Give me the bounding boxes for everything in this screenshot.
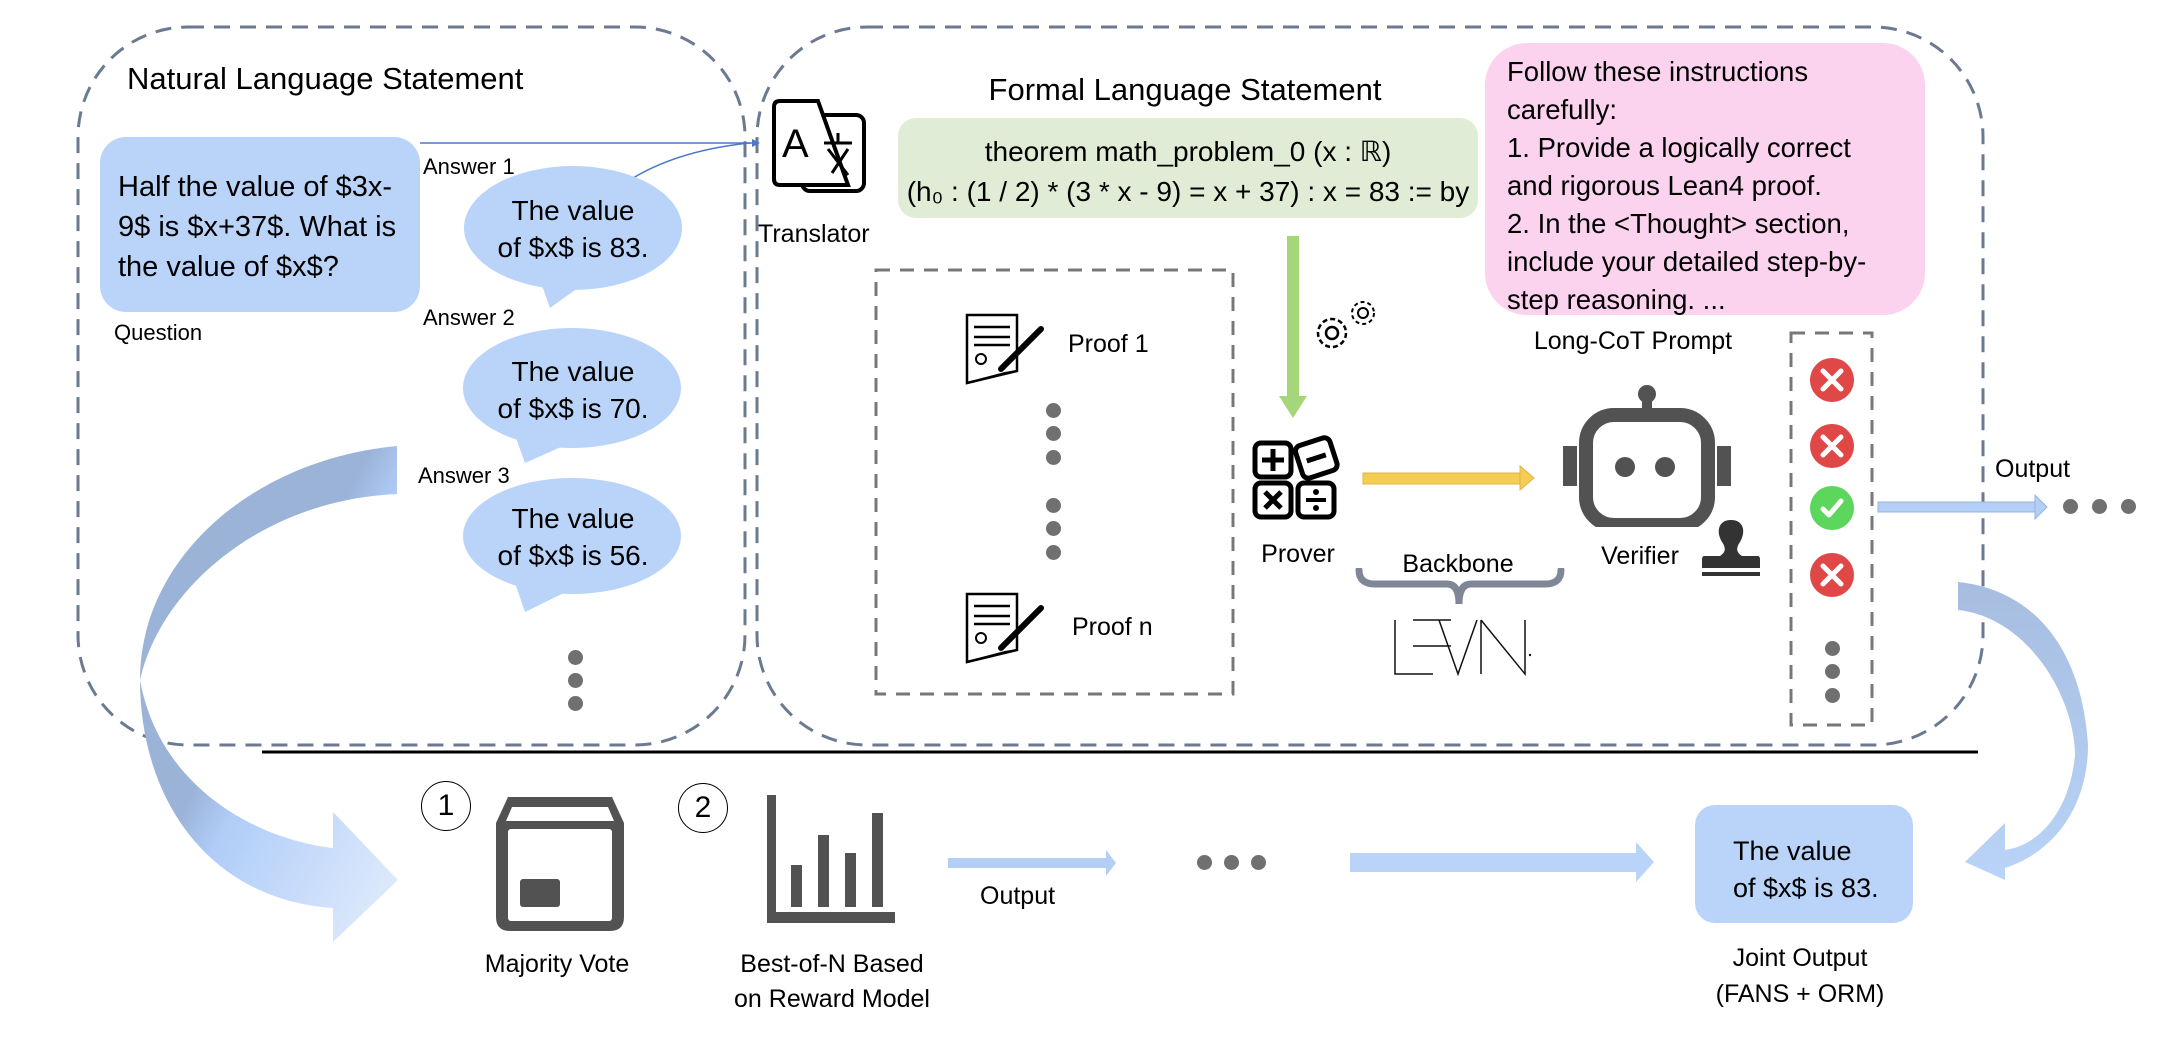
bottom-output-arrow bbox=[948, 850, 1116, 876]
natural-language-container bbox=[76, 25, 747, 747]
cross-circle-icon bbox=[1810, 553, 1854, 597]
verification-results-container bbox=[1789, 331, 1874, 727]
prompt-line: carefully: bbox=[1507, 94, 1618, 125]
best-of-n-label-line1: Best-of-N Based bbox=[740, 950, 924, 978]
prompt-line: and rigorous Lean4 proof. bbox=[1507, 170, 1822, 201]
robot-verifier-icon bbox=[1563, 385, 1731, 527]
prompt-line: 1. Provide a logically correct bbox=[1507, 132, 1851, 163]
majority-vote-label: Majority Vote bbox=[484, 950, 630, 978]
answer-text-line1: The value bbox=[511, 195, 635, 226]
proofs-container bbox=[874, 268, 1235, 696]
prover-label: Prover bbox=[1261, 540, 1335, 568]
joint-output-caption-line2: (FANS + ORM) bbox=[1715, 980, 1885, 1008]
question-box: Half the value of $3x-9$ is $x+37$. What… bbox=[100, 137, 420, 312]
proof-label-n: Proof n bbox=[1072, 613, 1153, 641]
answer-to-translator-connector bbox=[632, 142, 751, 179]
answer-text-line2: of $x$ is 56. bbox=[497, 540, 649, 571]
backbone-label: Backbone bbox=[1402, 550, 1514, 578]
best-of-n-label: Best-of-N Based on Reward Model bbox=[734, 947, 930, 1017]
bottom-output-label: Output bbox=[980, 882, 1056, 910]
long-cot-prompt-label: Long-CoT Prompt bbox=[1533, 327, 1733, 355]
joint-output-line1: The value bbox=[1733, 836, 1852, 866]
prompt-line: Follow these instructions bbox=[1507, 56, 1809, 87]
answer-text-line1: The value bbox=[511, 356, 635, 387]
prompt-line: 2. In the <Thought> section, bbox=[1507, 208, 1850, 239]
prover-to-verifier-arrow bbox=[1362, 464, 1535, 492]
lean-logo bbox=[1394, 619, 1532, 676]
natural-language-title: Natural Language Statement bbox=[127, 61, 524, 96]
joint-output-line2: of $x$ is 83. bbox=[1733, 873, 1879, 903]
formal-language-container bbox=[755, 25, 1985, 747]
proof-document-icon bbox=[965, 313, 1044, 385]
answer-bubble-shape-3 bbox=[463, 478, 681, 612]
best-of-n-label-line2: on Reward Model bbox=[734, 985, 930, 1013]
joint-output-caption: Joint Output (FANS + ORM) bbox=[1716, 940, 1885, 1012]
proof-document-icon bbox=[965, 592, 1044, 664]
translator-to-prover-arrow bbox=[1279, 236, 1307, 418]
verifier-label: Verifier bbox=[1601, 542, 1679, 570]
answer-label-1: Answer 1 bbox=[423, 154, 515, 179]
answer-bubble-1: The value of $x$ is 83. bbox=[498, 192, 649, 266]
answer-bubble-shape-1 bbox=[464, 166, 682, 308]
answer-bubble-shape-2 bbox=[463, 328, 681, 463]
gears-icon bbox=[1316, 301, 1375, 349]
joint-output-box: The value of $x$ is 83. bbox=[1695, 805, 1913, 923]
answer-label-2: Answer 2 bbox=[423, 305, 515, 330]
translator-label: Translator bbox=[758, 220, 870, 248]
svg-text:A: A bbox=[782, 122, 809, 166]
ballot-box-icon bbox=[496, 797, 624, 931]
connector-arrowhead bbox=[752, 139, 760, 147]
answer-bubble-3: The value of $x$ is 56. bbox=[498, 500, 649, 574]
answer-bubble-2: The value of $x$ is 70. bbox=[498, 353, 649, 427]
check-circle-icon bbox=[1810, 486, 1854, 530]
long-cot-prompt-box: Follow these instructions carefully: 1. … bbox=[1485, 43, 1925, 315]
prompt-line: step reasoning. ... bbox=[1507, 284, 1726, 315]
method-number-1: 1 bbox=[421, 781, 471, 831]
answer-label-3: Answer 3 bbox=[418, 463, 510, 488]
method-number-2: 2 bbox=[678, 783, 728, 833]
bar-chart-icon bbox=[767, 795, 895, 923]
joint-output-caption-line1: Joint Output bbox=[1732, 944, 1868, 972]
calculator-operations-icon bbox=[1252, 435, 1340, 520]
answer-text-line2: of $x$ is 83. bbox=[497, 232, 649, 263]
backbone-brace bbox=[1355, 568, 1565, 605]
verifier-output-arrow bbox=[1877, 493, 2048, 521]
right-curved-arrow bbox=[1958, 582, 2088, 880]
left-curved-arrow bbox=[140, 446, 398, 942]
cross-circle-icon bbox=[1810, 358, 1854, 402]
verifier-output-label: Output bbox=[1995, 455, 2071, 483]
theorem-line-2: (h₀ : (1 / 2) * (3 * x - 9) = x + 37) : … bbox=[906, 176, 1470, 207]
prompt-line: include your detailed step-by- bbox=[1507, 246, 1867, 277]
joint-output-arrow bbox=[1350, 842, 1654, 882]
stamp-icon bbox=[1702, 520, 1760, 576]
theorem-line-1: theorem math_problem_0 (x : ℝ) bbox=[984, 136, 1392, 167]
question-label: Question bbox=[114, 320, 203, 345]
translate-icon: A bbox=[772, 99, 866, 193]
formal-theorem-box: theorem math_problem_0 (x : ℝ) (h₀ : (1 … bbox=[898, 118, 1478, 218]
answer-text-line1: The value bbox=[511, 503, 635, 534]
formal-language-title: Formal Language Statement bbox=[988, 72, 1382, 107]
proof-label-1: Proof 1 bbox=[1068, 330, 1149, 358]
cross-circle-icon bbox=[1810, 424, 1854, 468]
answer-text-line2: of $x$ is 70. bbox=[497, 393, 649, 424]
